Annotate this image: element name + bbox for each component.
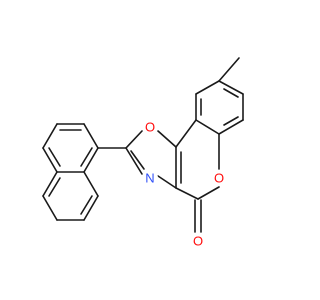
naph-a-6 — [83, 147, 99, 173]
naph-b-1 — [83, 171, 99, 197]
bond-layer — [42, 57, 244, 233]
atom-layer: O N O O — [142, 119, 227, 249]
benzo-bond-1 — [218, 80, 244, 95]
naph-a-double-3 — [80, 147, 93, 167]
benzo-bond-4 — [195, 119, 220, 135]
benzo-double-2 — [223, 116, 239, 126]
oxazole-nitrogen-label: N — [145, 171, 154, 186]
methyl-bond — [218, 57, 240, 82]
structure-diagram: O N O O — [42, 57, 244, 249]
oxazole-bond-2 — [125, 130, 143, 149]
oxazole-bond-3 — [125, 147, 143, 175]
benzo-bond-3 — [218, 119, 244, 135]
naph-a-4 — [42, 147, 58, 173]
naph-b-2 — [83, 195, 99, 221]
naph-a-1 — [83, 123, 99, 149]
atom-oxazole-nitrogen: N — [142, 170, 158, 186]
oxazole-bond-1 — [157, 130, 177, 148]
naph-b-5 — [42, 171, 58, 197]
atom-carbonyl-oxygen: O — [190, 233, 206, 249]
pyranone-bond-5 — [175, 119, 197, 148]
oxazole-bond-4 — [157, 175, 177, 189]
benzo-double-1 — [223, 88, 239, 98]
oxazole-double — [130, 150, 145, 170]
naph-b-4 — [42, 195, 58, 221]
pyranone-bond-3 — [175, 187, 199, 200]
atom-pyranone-oxygen: O — [211, 170, 227, 186]
molecule-canvas: O N O O — [42, 57, 244, 249]
oxazole-oxygen-label: O — [145, 120, 155, 135]
naph-a-3 — [42, 123, 58, 149]
pyranone-bond-2 — [197, 186, 220, 200]
naph-b-double-1 — [80, 195, 93, 215]
pyranone-oxygen-label: O — [214, 171, 224, 186]
atom-oxazole-oxygen: O — [142, 119, 158, 135]
naph-b-double-2 — [48, 177, 61, 197]
benzo-bond-6 — [195, 80, 220, 95]
naph-a-double-2 — [48, 147, 61, 167]
carbonyl-oxygen-label: O — [193, 234, 203, 249]
